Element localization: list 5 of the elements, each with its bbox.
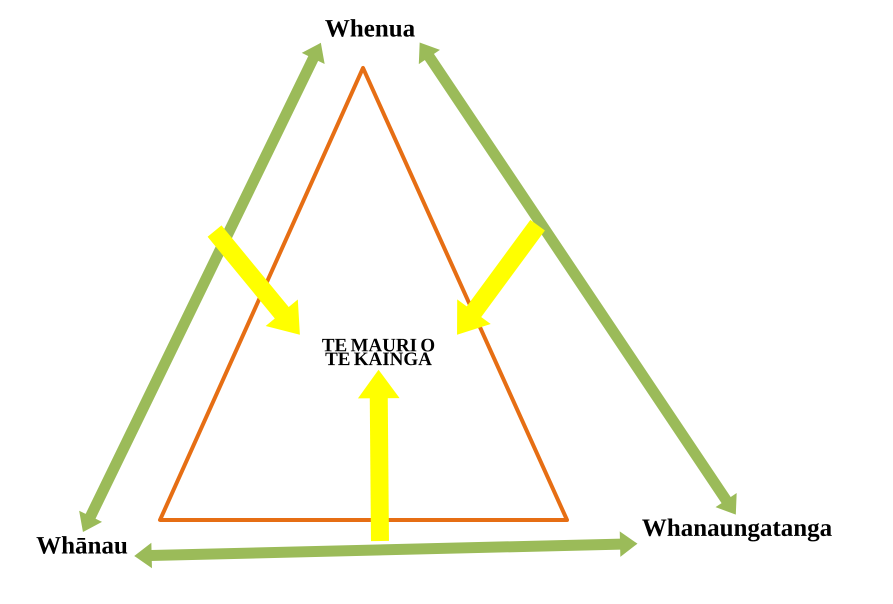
corner-label: Whenua xyxy=(325,19,415,37)
center-label: TE MAURI O TE KAINGA xyxy=(322,338,434,366)
triangle xyxy=(158,66,569,522)
corner-label: Whanaungatanga xyxy=(642,518,832,542)
corner-label: Whānau xyxy=(36,536,128,554)
